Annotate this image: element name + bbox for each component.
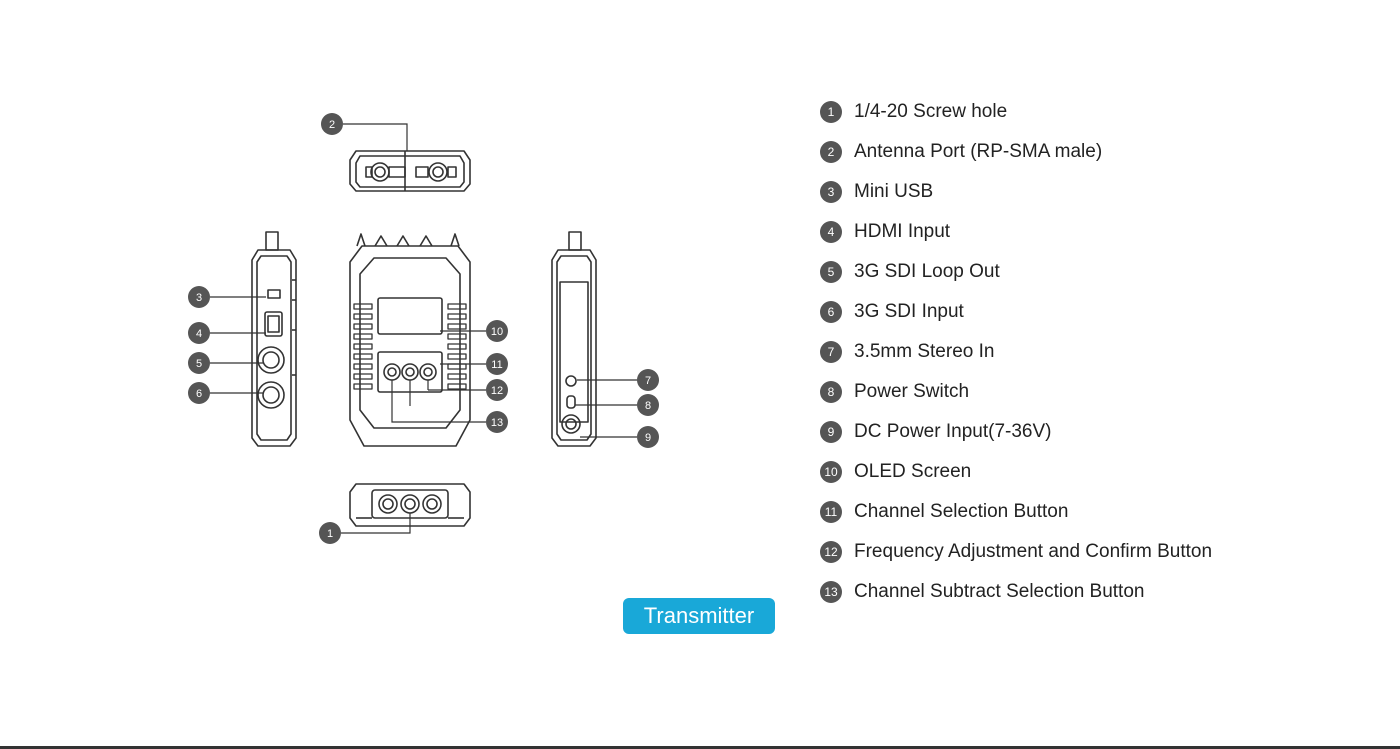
leader-lines [210, 123, 637, 534]
legend-item-1: 1 1/4-20 Screw hole [820, 92, 1212, 132]
legend-number: 11 [820, 501, 842, 523]
svg-text:6: 6 [196, 388, 202, 400]
legend-item-6: 6 3G SDI Input [820, 292, 1212, 332]
legend-number: 5 [820, 261, 842, 283]
svg-text:4: 4 [196, 328, 202, 340]
legend-label: Antenna Port (RP-SMA male) [854, 141, 1103, 162]
legend-item-11: 11 Channel Selection Button [820, 492, 1212, 532]
svg-text:8: 8 [645, 400, 651, 412]
legend-item-7: 7 3.5mm Stereo In [820, 332, 1212, 372]
legend-label: OLED Screen [854, 461, 972, 482]
legend-item-12: 12 Frequency Adjustment and Confirm Butto… [820, 532, 1212, 572]
legend-item-3: 3 Mini USB [820, 172, 1212, 212]
callout-11: 11 [486, 353, 508, 375]
legend-label: HDMI Input [854, 221, 951, 242]
device-diagram: 2 3 4 5 6 10 11 12 13 7 8 9 [188, 113, 659, 544]
legend-number: 7 [820, 341, 842, 363]
svg-text:12: 12 [491, 385, 503, 397]
legend-label: 3G SDI Loop Out [854, 261, 1000, 282]
svg-text:5: 5 [196, 358, 202, 370]
callout-1: 1 [319, 522, 341, 544]
legend-label: 3.5mm Stereo In [854, 341, 995, 362]
legend-label: Power Switch [854, 381, 970, 402]
legend-item-4: 4 HDMI Input [820, 212, 1212, 252]
legend-item-5: 5 3G SDI Loop Out [820, 252, 1212, 292]
callout-5: 5 [188, 352, 210, 374]
legend-item-2: 2 Antenna Port (RP-SMA male) [820, 132, 1212, 172]
callout-2: 2 [321, 113, 343, 135]
svg-text:1: 1 [327, 528, 333, 540]
svg-text:10: 10 [491, 326, 503, 338]
legend-number: 8 [820, 381, 842, 403]
legend-label: Mini USB [854, 181, 934, 202]
legend-label: Channel Subtract Selection Button [854, 581, 1145, 602]
legend-number: 1 [820, 101, 842, 123]
legend-label: 1/4-20 Screw hole [854, 101, 1008, 122]
svg-text:3: 3 [196, 292, 202, 304]
legend-number: 13 [820, 581, 842, 603]
legend-item-13: 13 Channel Subtract Selection Button [820, 572, 1212, 612]
legend-label: 3G SDI Input [854, 301, 964, 322]
right-side-view [551, 231, 597, 447]
legend-list: 1 1/4-20 Screw hole 2 Antenna Port (RP-SMA… [820, 92, 1212, 612]
legend-number: 3 [820, 181, 842, 203]
bottom-divider [0, 746, 1400, 749]
callout-9: 9 [637, 426, 659, 448]
svg-text:13: 13 [491, 417, 503, 429]
svg-text:2: 2 [329, 119, 335, 131]
callout-10: 10 [486, 320, 508, 342]
legend-item-10: 10 OLED Screen [820, 452, 1212, 492]
legend-number: 4 [820, 221, 842, 243]
callout-12: 12 [486, 379, 508, 401]
left-side-view [251, 231, 297, 447]
legend-number: 9 [820, 421, 842, 443]
legend-number: 2 [820, 141, 842, 163]
svg-text:9: 9 [645, 432, 651, 444]
front-view [349, 233, 471, 447]
legend-number: 6 [820, 301, 842, 323]
transmitter-badge: Transmitter [623, 598, 775, 634]
callout-3: 3 [188, 286, 210, 308]
callout-7: 7 [637, 369, 659, 391]
legend-label: Frequency Adjustment and Confirm Button [854, 541, 1213, 562]
callout-13: 13 [486, 411, 508, 433]
svg-text:7: 7 [645, 375, 651, 387]
callout-6: 6 [188, 382, 210, 404]
callout-4: 4 [188, 322, 210, 344]
legend-item-8: 8 Power Switch [820, 372, 1212, 412]
top-view [349, 150, 471, 192]
legend-item-9: 9 DC Power Input(7-36V) [820, 412, 1212, 452]
legend-number: 10 [820, 461, 842, 483]
legend-label: DC Power Input(7-36V) [854, 421, 1052, 442]
svg-text:11: 11 [491, 359, 502, 371]
callout-8: 8 [637, 394, 659, 416]
legend-label: Channel Selection Button [854, 501, 1069, 522]
legend-number: 12 [820, 541, 842, 563]
